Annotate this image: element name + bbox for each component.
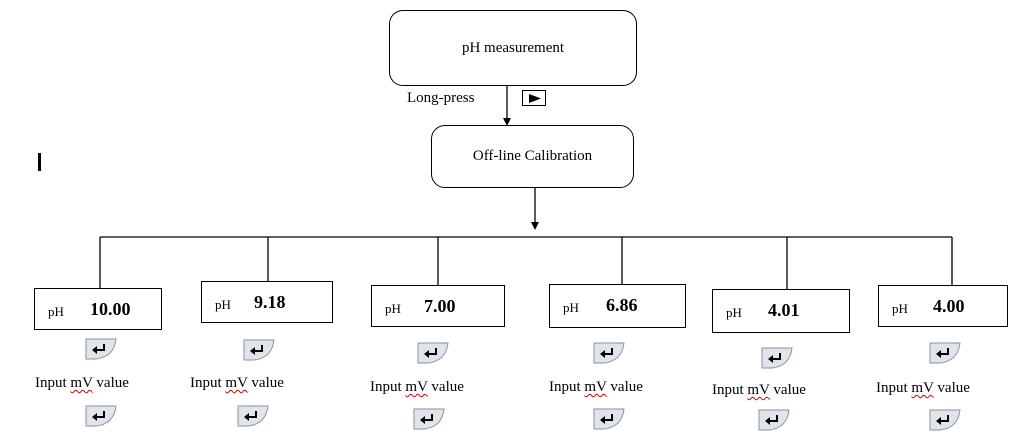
ph-unit-label: pH	[726, 305, 742, 320]
input-mv-label: Input mV value	[549, 379, 643, 395]
ph-buffer-box-1: pH 10.00	[34, 288, 162, 330]
enter-key-icon	[758, 409, 790, 431]
long-press-label: Long-press	[407, 90, 475, 106]
enter-key-icon	[593, 408, 625, 430]
input-mv-label: Input mV value	[876, 380, 970, 396]
ph-buffer-box-3: pH 7.00	[371, 285, 505, 327]
enter-key-icon	[929, 342, 961, 364]
ph-unit-label: pH	[892, 301, 908, 316]
ph-measurement-label: pH measurement	[461, 39, 565, 56]
right-arrow-button	[522, 90, 546, 106]
ph-measurement-node: pH measurement	[389, 10, 637, 86]
ph-value: 7.00	[424, 296, 456, 316]
enter-key-icon	[761, 347, 793, 369]
text-cursor-mark	[38, 153, 41, 171]
ph-unit-label: pH	[385, 301, 401, 316]
ph-unit-label: pH	[563, 300, 579, 315]
ph-value: 9.18	[254, 292, 286, 312]
ph-buffer-box-2: pH 9.18	[201, 281, 333, 323]
enter-key-icon	[237, 405, 269, 427]
ph-buffer-box-5: pH 4.01	[712, 289, 850, 333]
ph-unit-label: pH	[215, 297, 231, 312]
ph-value: 6.86	[606, 295, 638, 315]
enter-key-icon	[85, 405, 117, 427]
ph-value: 4.01	[768, 300, 800, 320]
enter-key-icon	[593, 342, 625, 364]
input-mv-label: Input mV value	[712, 382, 806, 398]
ph-value: 4.00	[933, 296, 965, 316]
offline-calibration-label: Off-line Calibration	[472, 148, 593, 164]
input-mv-label: Input mV value	[370, 379, 464, 395]
ph-unit-label: pH	[48, 304, 64, 319]
ph-buffer-box-4: pH 6.86	[549, 284, 686, 328]
offline-calibration-node: Off-line Calibration	[431, 125, 634, 188]
ph-value: 10.00	[90, 299, 131, 319]
enter-key-icon	[243, 339, 275, 361]
play-right-triangle-icon	[529, 94, 541, 103]
enter-key-icon	[929, 409, 961, 431]
enter-key-icon	[417, 342, 449, 364]
input-mv-label: Input mV value	[190, 375, 284, 391]
enter-key-icon	[85, 338, 117, 360]
input-mv-label: Input mV value	[35, 375, 129, 391]
ph-buffer-box-6: pH 4.00	[878, 285, 1008, 327]
enter-key-icon	[413, 408, 445, 430]
